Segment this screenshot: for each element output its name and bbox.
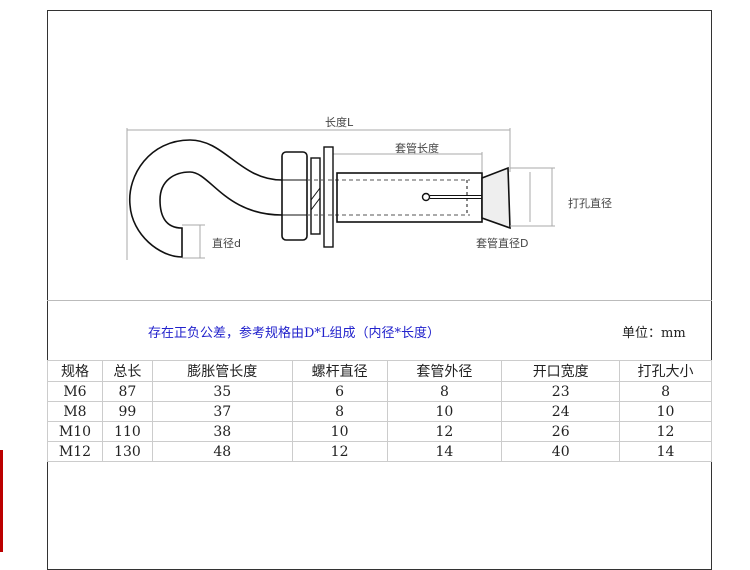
hook-shape [129,139,283,258]
column-header: 规格 [47,360,103,382]
table-header-row: 规格总长膨胀管长度螺杆直径套管外径开口宽度打孔大小 [47,360,712,382]
edge-strip [0,450,3,552]
table-cell: M10 [47,421,103,442]
table-cell: 12 [291,441,388,462]
column-header: 开口宽度 [501,360,621,382]
table-cell: 110 [101,421,153,442]
table-cell: 12 [619,421,712,442]
table-cell: 40 [501,441,621,462]
table-cell: 24 [501,401,621,422]
table-cell: 48 [151,441,293,462]
table-cell: 6 [291,381,388,402]
column-header: 总长 [101,360,153,382]
divider [47,300,712,301]
column-header: 打孔大小 [619,360,712,382]
sleeve-length-label: 套管长度 [395,142,439,155]
table-cell: 14 [619,441,712,462]
column-header: 螺杆直径 [291,360,388,382]
column-header: 套管外径 [386,360,503,382]
expansion-cone [481,166,511,230]
table-cell: M12 [47,441,103,462]
drill-diameter-label: 打孔直径 [568,197,612,210]
column-header: 膨胀管长度 [151,360,293,382]
table-cell: 14 [386,441,503,462]
table-cell: 26 [501,421,621,442]
table-cell: M8 [47,401,103,422]
table-cell: 8 [386,381,503,402]
hook-anchor-diagram [126,128,555,260]
length-label: 长度L [325,116,354,129]
table-cell: 99 [101,401,153,422]
table-cell: 10 [386,401,503,422]
table-cell: 87 [101,381,153,402]
table-cell: 130 [101,441,153,462]
table-cell: M6 [47,381,103,402]
table-cell: 23 [501,381,621,402]
table-cell: 8 [291,401,388,422]
table-cell: 37 [151,401,293,422]
table-cell: 35 [151,381,293,402]
hex-nut [281,151,308,241]
tolerance-note: 存在正负公差，参考规格由D*L组成（内径*长度） [148,326,441,341]
rod-diameter-label: 直径d [212,237,241,250]
unit-label: 单位：mm [622,326,686,341]
flat-washer [323,146,334,248]
table-cell: 10 [619,401,712,422]
table-cell: 8 [619,381,712,402]
table-cell: 12 [386,421,503,442]
sleeve-diameter-label: 套管直径D [476,237,529,250]
table-cell: 10 [291,421,388,442]
spring-washer [310,157,321,235]
table-cell: 38 [151,421,293,442]
